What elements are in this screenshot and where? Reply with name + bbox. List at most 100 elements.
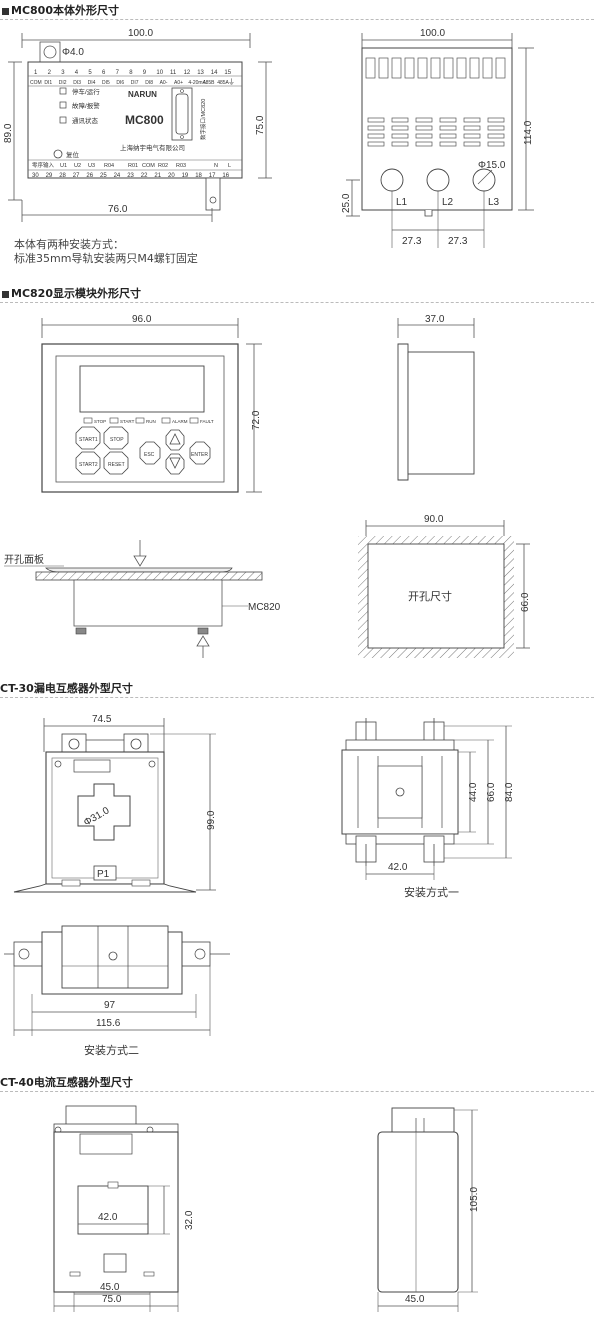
terminal-number: 23	[127, 173, 134, 179]
terminal-number: 2	[48, 70, 52, 76]
terminal-number: 30	[32, 173, 39, 179]
section-header-ct30: CT-30漏电互感器外型尺寸	[0, 680, 594, 698]
reset-label: 复位	[66, 150, 80, 159]
vent-bar	[367, 117, 385, 123]
dim-ct40-side-w: 45.0	[405, 1294, 425, 1305]
vent-bar	[415, 125, 433, 131]
down-arrow-icon	[169, 457, 181, 469]
vent-slot	[495, 57, 506, 79]
vent-slot	[365, 57, 376, 79]
section-header-mc800: MC800本体外形尺寸	[0, 2, 594, 20]
terminal-group-label: R04	[104, 163, 114, 169]
vent-bar	[367, 141, 385, 147]
reset-label: RESET	[108, 462, 125, 468]
vent-bar	[391, 117, 409, 123]
vent-slot	[391, 57, 402, 79]
ct40-front-diagram: 42.0 32.0 45.0 75.0	[53, 1105, 195, 1312]
terminal-label: DI7	[131, 80, 139, 86]
vent-slot	[378, 57, 389, 79]
enter-key	[189, 441, 211, 465]
panel-label: 开孔面板	[4, 553, 44, 566]
led-icon	[83, 417, 93, 424]
bullet-square-icon	[2, 290, 9, 298]
dim-ct30-m1-h1: 44.0	[468, 782, 479, 802]
terminal-number: 25	[100, 173, 107, 179]
terminal-label: 4-20mA	[188, 80, 206, 86]
led-label: FAULT	[200, 419, 214, 424]
vent-slot	[443, 57, 454, 79]
center-hole-icon	[395, 787, 405, 797]
rail-clip	[205, 177, 221, 211]
vent-bar	[391, 133, 409, 139]
led-icon	[161, 417, 171, 424]
status-fault-label: 故障/报警	[72, 101, 100, 110]
terminal-number: 6	[102, 70, 106, 76]
vent-bar	[439, 125, 457, 131]
terminal-number: 18	[195, 173, 202, 179]
terminal-group-label: L	[228, 163, 231, 169]
mount2-label: 安装方式二	[84, 1043, 139, 1057]
phase-hole-l2	[426, 168, 450, 192]
terminal-number: 13	[197, 70, 204, 76]
section-title: MC820显示模块外形尺寸	[11, 287, 141, 300]
vent-bar	[463, 141, 481, 147]
terminal-number: 12	[184, 70, 191, 76]
keypad: START1 STOP START2 RESET ESC ENTER	[75, 426, 211, 475]
dim-height-left: 89.0	[3, 123, 14, 143]
vent-slots	[365, 57, 506, 79]
vent-bar	[439, 141, 457, 147]
terminal-group-label: U1	[60, 163, 67, 169]
vent-bar	[415, 133, 433, 139]
clip-right	[197, 627, 209, 635]
terminal-number: 22	[141, 173, 148, 179]
terminal-group-label: R02	[158, 163, 168, 169]
vent-bar	[415, 117, 433, 123]
vent-bar	[463, 133, 481, 139]
dim-ct30-m2-w1: 97	[104, 1000, 116, 1011]
terminal-number: 7	[116, 70, 120, 76]
terminal-group-label: U3	[88, 163, 95, 169]
stop-label: STOP	[110, 437, 124, 443]
vent-bar	[391, 125, 409, 131]
vent-slot	[456, 57, 467, 79]
terminal-number: 8	[129, 70, 133, 76]
start2-key	[75, 451, 101, 475]
led-label: ALARM	[172, 419, 188, 424]
led-label: STOP	[94, 419, 106, 424]
vent-slot	[469, 57, 480, 79]
section-divider	[0, 1091, 594, 1092]
vent-slot	[482, 57, 493, 79]
ct30-mount1-diagram: 44.0 66.0 84.0 42.0 安装方式一	[341, 718, 515, 899]
led-label: RUN	[146, 419, 156, 424]
terminal-number: 5	[88, 70, 92, 76]
terminal-label: DI6	[116, 80, 124, 86]
vent-bar	[367, 133, 385, 139]
ct30-mount2-diagram: 97 115.6 安装方式二	[4, 925, 230, 1057]
dim-height-right: 75.0	[255, 115, 266, 135]
terminal-number: 11	[170, 70, 177, 76]
dim-ct30-m1-w: 42.0	[388, 862, 408, 873]
panel-plate	[35, 571, 263, 581]
terminal-number: 10	[156, 70, 163, 76]
up-arrow-icon	[169, 433, 181, 445]
terminal-number: 3	[61, 70, 65, 76]
led-icon	[135, 417, 145, 424]
section-divider	[0, 19, 594, 20]
terminal-label: 485B	[203, 80, 215, 86]
vent-slot	[404, 57, 415, 79]
terminal-label: 485A	[217, 80, 229, 86]
lcd-screen	[79, 365, 205, 413]
led-label: START	[120, 419, 135, 424]
terminal-number: 21	[154, 173, 161, 179]
ct30-front-diagram: 74.5 Φ31.0 P1 99.0	[13, 714, 217, 893]
dim-hole-dia: Φ15.0	[478, 160, 506, 171]
terminal-label: DI8	[145, 80, 153, 86]
terminal-label: DI3	[73, 80, 81, 86]
section-title: CT-40电流互感器外型尺寸	[0, 1076, 133, 1089]
mount1-label: 安装方式一	[404, 885, 459, 899]
led-icon	[189, 417, 199, 424]
dim-ct40-width: 75.0	[102, 1294, 122, 1305]
model-name: MC800	[125, 113, 164, 127]
